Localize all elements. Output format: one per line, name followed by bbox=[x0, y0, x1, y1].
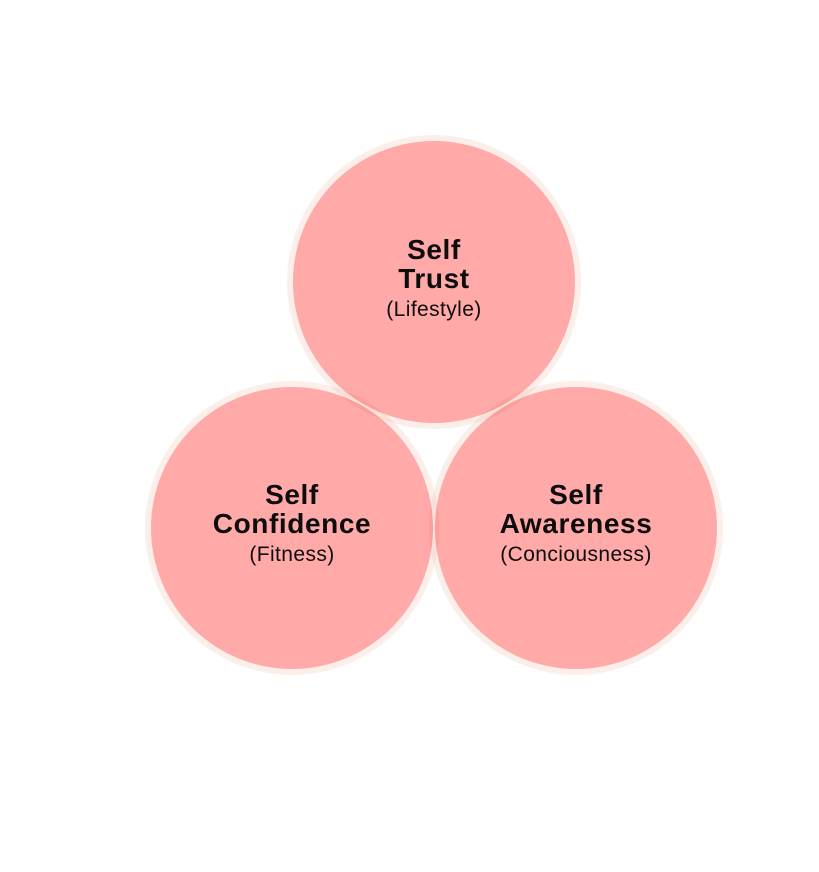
venn-label-self-awareness: Self Awareness (Conciousness) bbox=[421, 479, 731, 569]
venn-subtitle-self-confidence: (Fitness) bbox=[249, 543, 335, 567]
venn-title-self-awareness: Self Awareness bbox=[499, 479, 653, 539]
venn-circle-self-awareness[interactable] bbox=[435, 387, 717, 669]
venn-title-self-confidence: Self Confidence bbox=[212, 479, 372, 539]
venn-label-self-confidence: Self Confidence (Fitness) bbox=[142, 479, 442, 569]
venn-circle-self-confidence[interactable] bbox=[151, 387, 433, 669]
venn-circle-self-trust[interactable] bbox=[293, 141, 575, 423]
venn-subtitle-self-trust: (Lifestyle) bbox=[386, 298, 482, 322]
venn-title-self-trust: Self Trust bbox=[398, 234, 470, 294]
venn-subtitle-self-awareness: (Conciousness) bbox=[500, 543, 652, 567]
venn-label-self-trust: Self Trust (Lifestyle) bbox=[284, 234, 584, 324]
